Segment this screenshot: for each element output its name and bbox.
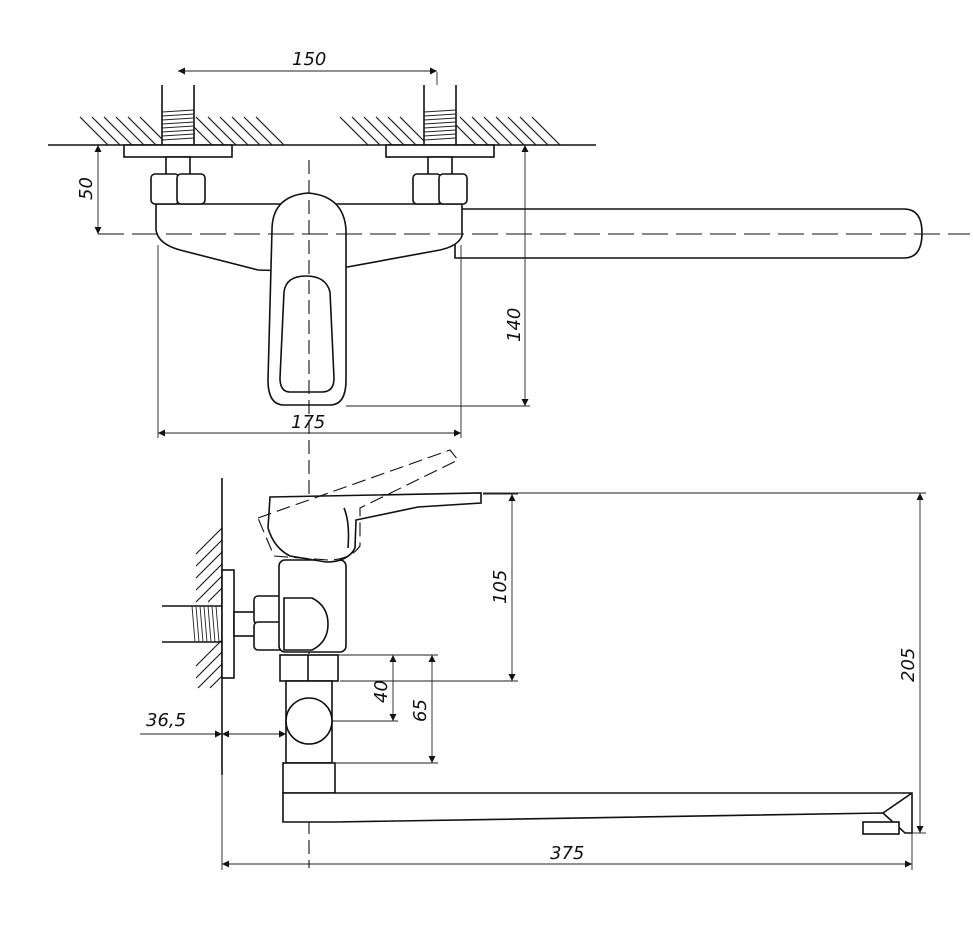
dimension-105: 105: [340, 493, 518, 682]
left-inlet-pipe: [161, 85, 195, 145]
left-escutcheon: [123, 144, 233, 158]
lever-handle-front: [267, 192, 347, 406]
dim-label-105: 105: [490, 570, 511, 604]
left-union-nuts: [150, 173, 206, 205]
swivel-collar: [282, 762, 336, 794]
dimension-40: 40: [332, 654, 398, 722]
dim-label-40: 40: [371, 680, 392, 703]
right-escutcheon: [385, 144, 495, 158]
side-escutcheon: [221, 569, 235, 679]
dimension-65: 65: [332, 654, 438, 764]
side-union-nuts: [253, 595, 285, 651]
lever-handle-side: [267, 492, 482, 563]
dimension-175: 175: [157, 245, 462, 438]
dimension-150: 150: [178, 49, 438, 85]
dimension-50: 50: [76, 145, 102, 234]
dimension-375: 375: [221, 775, 913, 870]
aerator: [862, 821, 900, 835]
dim-label-140: 140: [504, 308, 525, 342]
side-body-connector: [283, 597, 329, 651]
lever-handle-alt-position: [257, 449, 459, 561]
dim-label-36-5: 36,5: [146, 710, 186, 731]
dim-label-150: 150: [292, 49, 326, 70]
dimension-36-5: 36,5: [140, 710, 286, 738]
dim-label-65: 65: [410, 699, 431, 722]
side-eccentric-stem: [233, 611, 257, 637]
lever-handle-pivot: [343, 507, 350, 549]
side-wall-hatching: [195, 527, 223, 689]
dim-label-205: 205: [898, 648, 919, 682]
front-view: 150 50 140 175: [48, 49, 970, 868]
diverter-nut: [279, 654, 339, 682]
wall-hatching-right: [339, 116, 561, 146]
right-inlet-pipe: [423, 85, 457, 145]
diverter-knob: [285, 697, 333, 745]
wall-hatching-left: [79, 116, 285, 146]
side-view: 105 205 40 65 36,5: [140, 449, 926, 870]
dimension-205: 205: [483, 492, 926, 834]
side-inlet-pipe: [162, 605, 232, 643]
right-union-nuts: [412, 173, 468, 205]
dim-label-175: 175: [291, 412, 325, 433]
dimension-140: 140: [346, 145, 530, 407]
dim-label-50: 50: [76, 177, 97, 200]
spout-side-view: [282, 792, 913, 834]
dim-label-375: 375: [550, 843, 584, 864]
lever-handle-inset: [279, 275, 335, 393]
